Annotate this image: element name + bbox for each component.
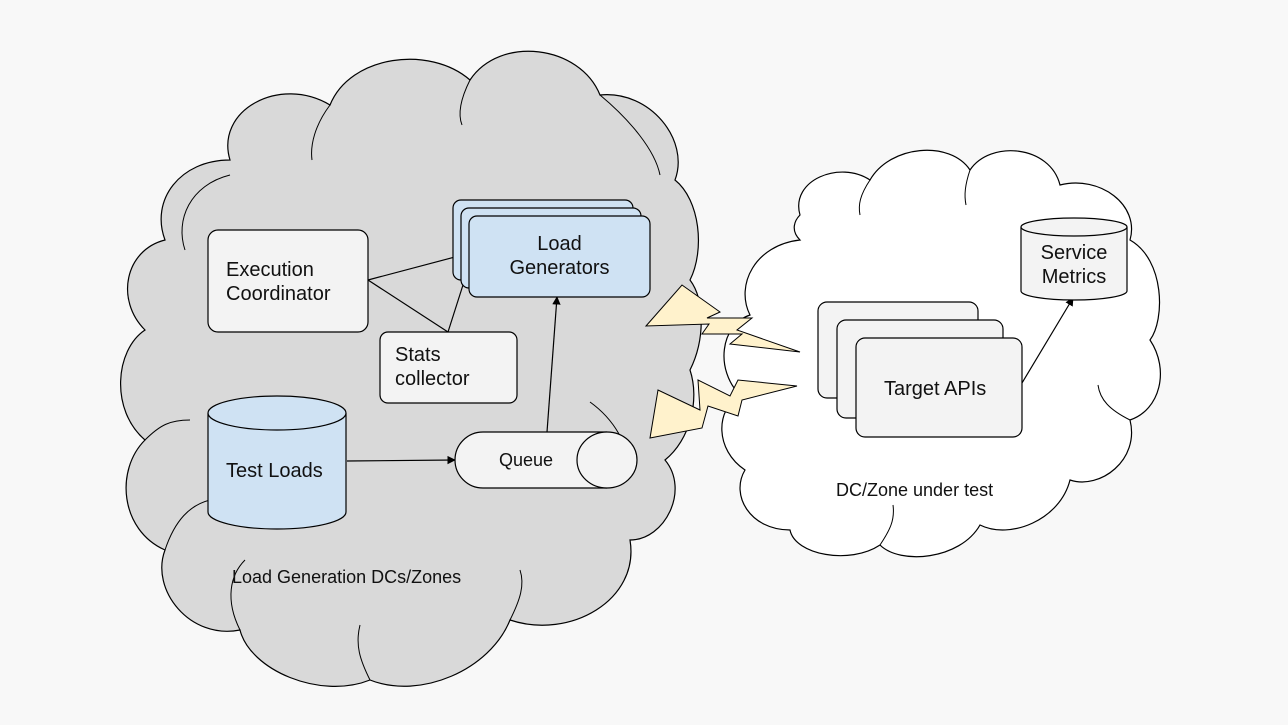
- load-generators-label: Load Generators: [509, 233, 610, 279]
- arrow-targetapis-metrics: [1021, 297, 1074, 384]
- lightning-bolt-lower: [649, 379, 798, 439]
- target-apis-stack: [817, 301, 1023, 438]
- execution-coordinator-box: [207, 229, 369, 333]
- connector-coordinator-stats: [367, 279, 449, 333]
- arrow-queue-generators: [546, 296, 561, 433]
- zone-under-test-region-label: DC/Zone under test: [836, 480, 994, 500]
- lightning-bolt-upper: [644, 284, 801, 353]
- load-generation-region-label: Load Generation DCs/Zones: [232, 567, 462, 587]
- target-apis-label: Target APIs: [884, 378, 987, 400]
- queue-label: Queue: [499, 450, 554, 470]
- arrow-testloads-queue: [346, 455, 456, 465]
- queue-shape: [454, 431, 638, 489]
- execution-coordinator-label: Execution Coordinator: [226, 259, 331, 305]
- load-generators-stack: [452, 199, 651, 298]
- test-loads-label: Test Loads: [226, 460, 323, 482]
- service-metrics-cylinder: [1020, 217, 1128, 301]
- stats-collector-box: [379, 331, 518, 404]
- test-loads-cylinder: [207, 395, 347, 530]
- stats-collector-label: Stats collector: [395, 344, 470, 390]
- service-metrics-label: Service Metrics: [1040, 242, 1108, 288]
